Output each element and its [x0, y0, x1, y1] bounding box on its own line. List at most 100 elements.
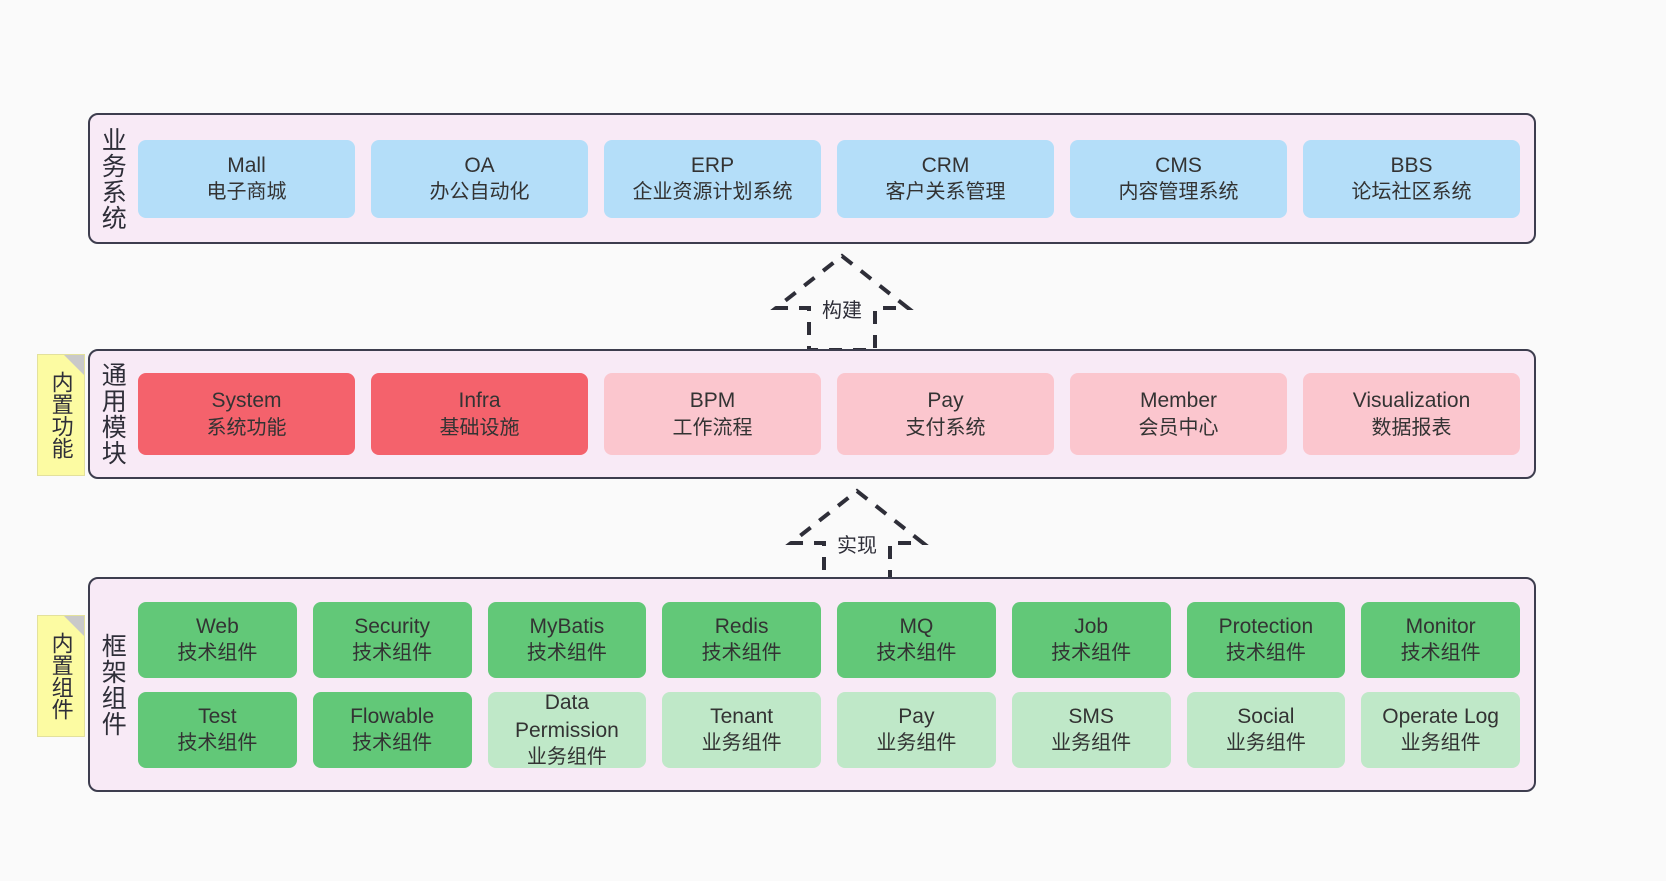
card-row: Test 技术组件 Flowable 技术组件 Data Permission … — [138, 691, 1520, 768]
card-social[interactable]: Social 业务组件 — [1186, 691, 1346, 768]
card-subtitle: 企业资源计划系统 — [632, 181, 793, 204]
layer-label-business: 业务系统 — [98, 126, 127, 231]
card-subtitle: 技术组件 — [526, 642, 607, 665]
card-system[interactable]: System 系统功能 — [138, 373, 355, 455]
card-title: BBS — [1390, 153, 1433, 177]
card-title: Job — [1074, 614, 1109, 638]
card-security[interactable]: Security 技术组件 — [312, 601, 472, 678]
card-subtitle: 会员中心 — [1138, 416, 1219, 439]
card-title: Security — [354, 614, 431, 638]
connector-label: 构建 — [822, 300, 862, 322]
card-data-permission[interactable]: Data Permission 业务组件 — [487, 691, 647, 768]
card-title: Infra — [458, 389, 501, 413]
card-title: Visualization — [1352, 389, 1471, 413]
card-title: Data Permission — [514, 691, 619, 742]
card-crm[interactable]: CRM 客户关系管理 — [837, 139, 1054, 218]
sticky-note-builtin-features: 内置功能 — [37, 354, 85, 476]
card-subtitle: 业务组件 — [876, 732, 957, 755]
card-title: MQ — [899, 614, 934, 638]
card-title: System — [211, 389, 282, 413]
card-subtitle: 技术组件 — [177, 642, 258, 665]
layer-business-systems: 业务系统 Mall 电子商城 OA 办公自动化 ERP 企业资源计划系统 CRM… — [88, 113, 1536, 244]
card-subtitle: 电子商城 — [206, 181, 287, 204]
card-title: SMS — [1068, 704, 1114, 728]
layer-body-framework: Web 技术组件 Security 技术组件 MyBatis 技术组件 Redi… — [134, 579, 1534, 790]
card-cms[interactable]: CMS 内容管理系统 — [1070, 139, 1287, 218]
connector-implement-arrow: 实现 — [772, 487, 942, 587]
layer-body-common: System 系统功能 Infra 基础设施 BPM 工作流程 Pay 支付系统… — [134, 351, 1534, 477]
card-subtitle: 业务组件 — [701, 732, 782, 755]
card-title: Social — [1237, 704, 1295, 728]
card-title: BPM — [689, 389, 736, 413]
card-title: Redis — [714, 614, 769, 638]
connector-label: 实现 — [837, 535, 877, 557]
card-title: Protection — [1218, 614, 1314, 638]
layer-framework-components: 框架组件 Web 技术组件 Security 技术组件 MyBatis 技术组件… — [88, 577, 1536, 792]
card-subtitle: 技术组件 — [1225, 642, 1306, 665]
card-title: OA — [464, 153, 495, 177]
card-test[interactable]: Test 技术组件 — [138, 691, 297, 768]
card-bbs[interactable]: BBS 论坛社区系统 — [1303, 139, 1520, 218]
card-member[interactable]: Member 会员中心 — [1070, 373, 1287, 455]
card-sms[interactable]: SMS 业务组件 — [1011, 691, 1171, 768]
connector-build-arrow: 构建 — [757, 252, 927, 352]
card-title: Flowable — [350, 704, 435, 728]
card-subtitle: 内容管理系统 — [1118, 181, 1239, 204]
card-subtitle: 工作流程 — [672, 416, 753, 439]
card-title: Member — [1139, 389, 1218, 413]
card-flowable[interactable]: Flowable 技术组件 — [312, 691, 472, 768]
card-redis[interactable]: Redis 技术组件 — [662, 601, 821, 678]
card-subtitle: 技术组件 — [1400, 642, 1481, 665]
card-oa[interactable]: OA 办公自动化 — [371, 139, 588, 218]
card-mall[interactable]: Mall 电子商城 — [138, 139, 355, 218]
card-title: Pay — [898, 704, 935, 728]
card-subtitle: 论坛社区系统 — [1351, 181, 1472, 204]
card-protection[interactable]: Protection 技术组件 — [1186, 601, 1346, 678]
card-row: Mall 电子商城 OA 办公自动化 ERP 企业资源计划系统 CRM 客户关系… — [138, 139, 1520, 218]
card-title: Pay — [927, 389, 964, 413]
card-subtitle: 数据报表 — [1371, 416, 1452, 439]
card-subtitle: 业务组件 — [526, 745, 607, 768]
card-row: System 系统功能 Infra 基础设施 BPM 工作流程 Pay 支付系统… — [138, 373, 1520, 455]
card-operate-log[interactable]: Operate Log 业务组件 — [1361, 691, 1520, 768]
card-pay-business[interactable]: Pay 业务组件 — [837, 691, 996, 768]
note-label: 内置功能 — [48, 371, 74, 459]
card-visualization[interactable]: Visualization 数据报表 — [1303, 373, 1520, 455]
card-erp[interactable]: ERP 企业资源计划系统 — [604, 139, 821, 218]
layer-body-business: Mall 电子商城 OA 办公自动化 ERP 企业资源计划系统 CRM 客户关系… — [134, 115, 1534, 242]
card-job[interactable]: Job 技术组件 — [1011, 601, 1171, 678]
card-web[interactable]: Web 技术组件 — [138, 601, 297, 678]
card-title: Tenant — [710, 704, 774, 728]
card-subtitle: 基础设施 — [439, 416, 520, 439]
card-title: Monitor — [1405, 614, 1476, 638]
card-title: Test — [198, 704, 237, 728]
card-mybatis[interactable]: MyBatis 技术组件 — [487, 601, 647, 678]
note-label: 内置组件 — [48, 632, 74, 720]
card-title: Web — [195, 614, 239, 638]
card-subtitle: 技术组件 — [352, 732, 433, 755]
card-monitor[interactable]: Monitor 技术组件 — [1361, 601, 1520, 678]
card-subtitle: 技术组件 — [1051, 642, 1132, 665]
card-subtitle: 办公自动化 — [429, 181, 530, 204]
card-subtitle: 业务组件 — [1051, 732, 1132, 755]
card-subtitle: 业务组件 — [1225, 732, 1306, 755]
card-title: Mall — [227, 153, 266, 177]
card-tenant[interactable]: Tenant 业务组件 — [662, 691, 821, 768]
layer-common-modules: 通用模块 System 系统功能 Infra 基础设施 BPM 工作流程 Pay… — [88, 349, 1536, 479]
card-infra[interactable]: Infra 基础设施 — [371, 373, 588, 455]
layer-label-framework: 框架组件 — [98, 632, 127, 737]
layer-label-common: 通用模块 — [98, 362, 127, 466]
card-title: ERP — [690, 153, 735, 177]
card-subtitle: 技术组件 — [701, 642, 782, 665]
card-title: MyBatis — [529, 614, 605, 638]
sticky-note-builtin-components: 内置组件 — [37, 615, 85, 737]
card-bpm[interactable]: BPM 工作流程 — [604, 373, 821, 455]
card-row: Web 技术组件 Security 技术组件 MyBatis 技术组件 Redi… — [138, 601, 1520, 678]
card-subtitle: 业务组件 — [1400, 732, 1481, 755]
card-pay[interactable]: Pay 支付系统 — [837, 373, 1054, 455]
card-subtitle: 技术组件 — [876, 642, 957, 665]
card-subtitle: 支付系统 — [905, 416, 986, 439]
card-mq[interactable]: MQ 技术组件 — [837, 601, 996, 678]
card-subtitle: 系统功能 — [206, 416, 287, 439]
